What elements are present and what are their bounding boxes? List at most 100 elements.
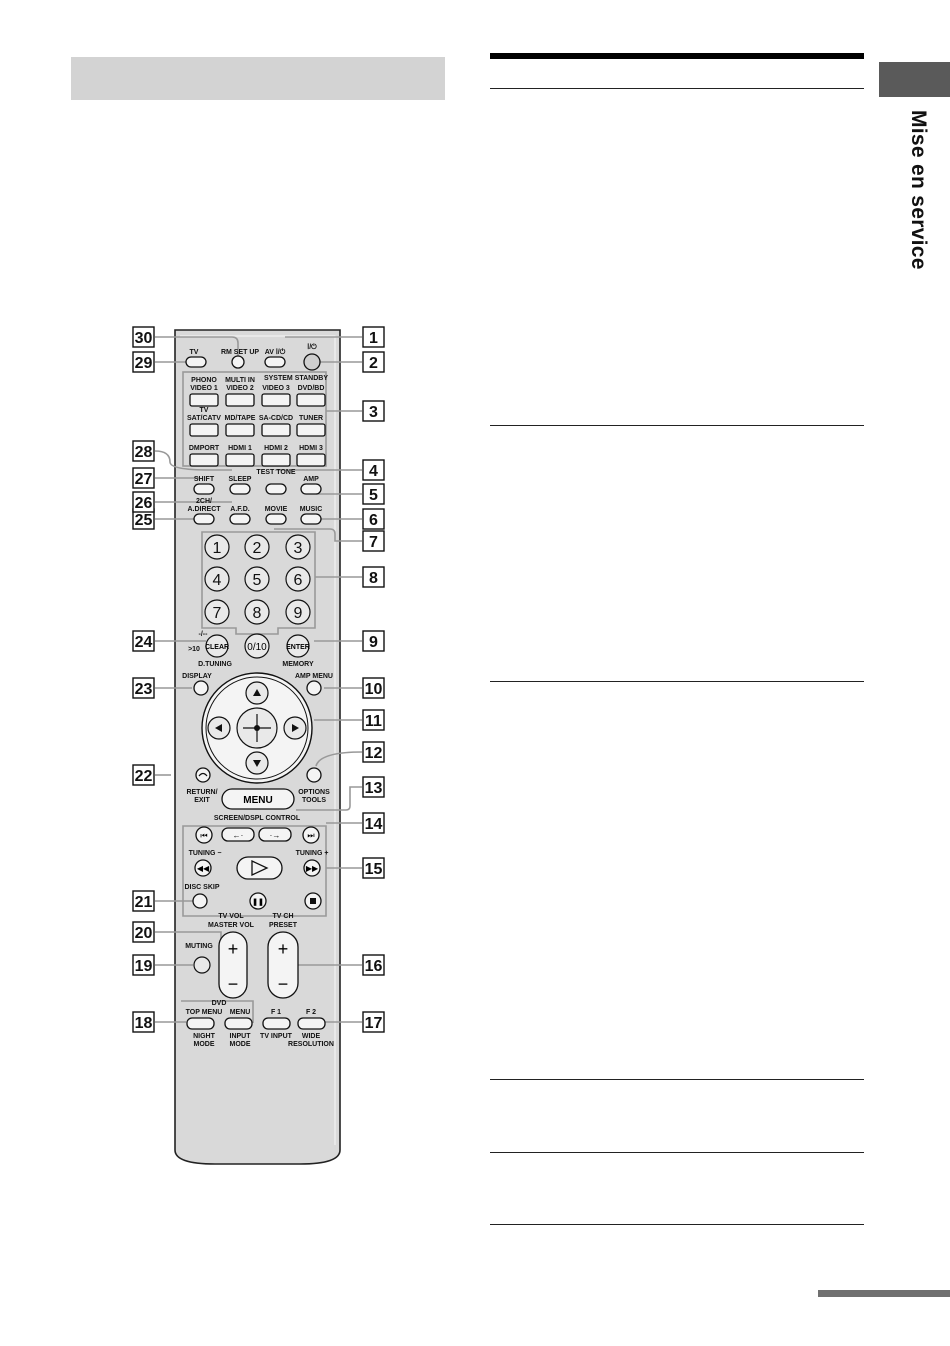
callout-number-20: 20 [135, 925, 153, 942]
resolution-label: RESOLUTION [288, 1041, 334, 1048]
callout-number-11: 11 [365, 713, 382, 730]
input-button-hdmi-3[interactable] [296, 453, 326, 467]
input-button-dmport[interactable] [189, 453, 219, 467]
rm-set-up-label: RM SET UP [221, 349, 259, 356]
tv-button[interactable] [185, 356, 207, 368]
power-button[interactable] [303, 353, 321, 371]
input-button-sat-catv[interactable] [189, 423, 219, 437]
input-button-tuner[interactable] [296, 423, 326, 437]
digit-7-button[interactable] [204, 599, 230, 625]
input-label-sa-cd-cd: SA-CD/CD [259, 415, 293, 422]
callout-box-22 [132, 764, 155, 786]
callout-boxes: 1234567891011121314151617181920212223242… [132, 326, 385, 1033]
clear-button[interactable] [205, 634, 229, 658]
input-label-video-3: VIDEO 3 [262, 385, 290, 392]
amp-menu-button[interactable] [306, 680, 322, 696]
sleep-button[interactable] [229, 483, 251, 495]
screen-right-button[interactable] [258, 827, 292, 842]
dvd-menu-button[interactable] [224, 1017, 253, 1030]
callout-number-19: 19 [135, 958, 153, 975]
master-volume-rocker[interactable] [218, 931, 248, 999]
callout-number-2: 2 [369, 355, 378, 372]
digit-6-button[interactable] [285, 566, 311, 592]
input-button-hdmi-1[interactable] [225, 453, 255, 467]
digit-7-label: 7 [213, 605, 222, 622]
digit-4-label: 4 [213, 572, 222, 589]
afd-button[interactable] [229, 513, 251, 525]
digit-9-button[interactable] [285, 599, 311, 625]
display-button[interactable] [193, 680, 209, 696]
callout-box-12 [362, 741, 385, 763]
preset-rocker[interactable] [267, 931, 299, 999]
input-label-video-2: VIDEO 2 [226, 385, 254, 392]
disc-skip-button[interactable] [192, 893, 208, 909]
return-exit-button[interactable] [195, 767, 211, 783]
callout-number-30: 30 [135, 330, 153, 347]
callout-box-19 [132, 954, 155, 976]
preset-minus-icon: − [278, 974, 289, 994]
svg-text:❚❚: ❚❚ [252, 898, 264, 906]
input-label-video-1: VIDEO 1 [190, 385, 218, 392]
tools-label: TOOLS [302, 797, 326, 804]
input-button-md-tape[interactable] [225, 423, 255, 437]
digit-2-label: 2 [253, 540, 262, 557]
a-direct-label: A.DIRECT [187, 506, 221, 513]
preset-plus-icon: + [278, 939, 289, 959]
table-rule [490, 1079, 864, 1080]
digit-1-button[interactable] [204, 534, 230, 560]
shift-button[interactable] [193, 483, 215, 495]
callout-number-28: 28 [135, 444, 153, 461]
pause-button[interactable] [249, 892, 267, 910]
screen-left-button[interactable] [221, 827, 255, 842]
night-mode-label: MODE [194, 1041, 215, 1048]
input-button-video-2[interactable] [225, 393, 255, 407]
play-button[interactable] [236, 856, 283, 880]
enter-button[interactable] [286, 634, 310, 658]
table-top-rule [490, 53, 864, 59]
system-standby-label: SYSTEM STANDBY [264, 375, 328, 382]
callout-box-2 [362, 351, 385, 373]
rewind-button[interactable] [194, 859, 212, 877]
input-button-video-3[interactable] [261, 393, 291, 407]
f1-button[interactable] [262, 1017, 291, 1030]
callout-number-18: 18 [135, 1015, 153, 1032]
digit-3-button[interactable] [285, 534, 311, 560]
zero-ten-button[interactable] [244, 633, 270, 659]
callout-box-26 [132, 491, 155, 513]
digit-4-button[interactable] [204, 566, 230, 592]
next-track-button[interactable] [302, 826, 320, 844]
amp-button[interactable] [300, 483, 322, 495]
return-label: RETURN/ [186, 789, 217, 796]
remote-illustration: TV RM SET UP AV ⅼ/⏻ ⅼ/⏻ SYSTEM STANDBY P… [100, 318, 440, 1178]
test-tone-button[interactable] [265, 483, 287, 495]
muting-button[interactable] [193, 956, 211, 974]
digit-2-button[interactable] [244, 534, 270, 560]
av-power-button[interactable] [264, 356, 286, 368]
f2-button[interactable] [297, 1017, 326, 1030]
input-label-hdmi-3: HDMI 3 [299, 445, 323, 452]
fast-forward-button[interactable] [303, 859, 321, 877]
options-tools-button[interactable] [306, 767, 322, 783]
top-menu-button[interactable] [186, 1017, 215, 1030]
input-label-hdmi-2: HDMI 2 [264, 445, 288, 452]
prev-track-button[interactable] [195, 826, 213, 844]
digit-5-label: 5 [253, 572, 262, 589]
rm-set-up-button[interactable] [231, 355, 245, 369]
movie-button[interactable] [265, 513, 287, 525]
callout-box-17 [362, 1011, 385, 1033]
input-button-sa-cd-cd[interactable] [261, 423, 291, 437]
input-button-video-1[interactable] [189, 393, 219, 407]
digit-8-button[interactable] [244, 599, 270, 625]
input-button-hdmi-2[interactable] [261, 453, 291, 467]
input-button-dvd-bd[interactable] [296, 393, 326, 407]
tv-ch-label: TV CH [273, 913, 294, 920]
callout-number-26: 26 [135, 495, 153, 512]
music-button[interactable] [300, 513, 322, 525]
digit-5-button[interactable] [244, 566, 270, 592]
callout-number-22: 22 [135, 768, 153, 785]
svg-text:·→: ·→ [270, 831, 281, 840]
menu-button[interactable] [221, 788, 295, 810]
a-direct-button[interactable] [193, 513, 215, 525]
disc-skip-label: DISC SKIP [184, 884, 219, 891]
